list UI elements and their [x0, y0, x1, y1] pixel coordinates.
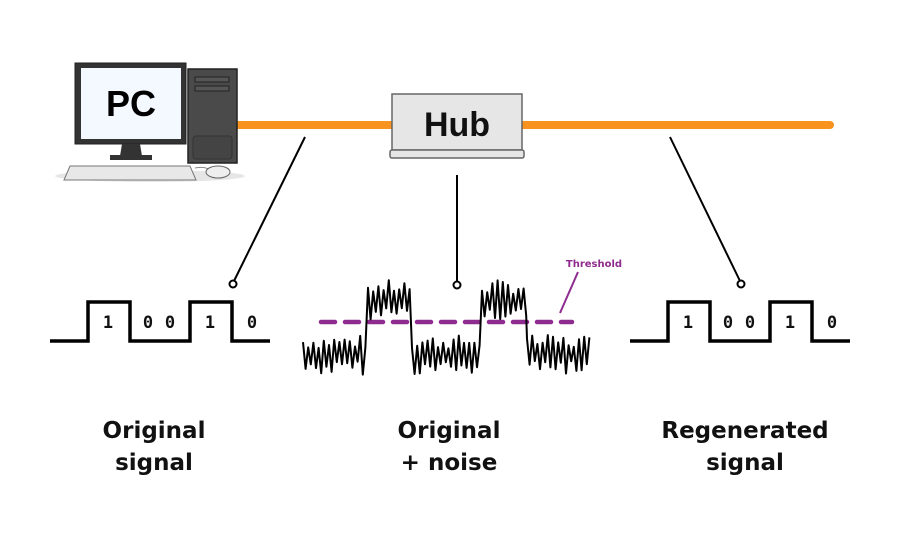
bit: 1	[103, 313, 113, 333]
bit: 0	[745, 313, 755, 333]
connectors	[228, 136, 746, 290]
caption-original-line2: signal	[115, 450, 193, 476]
right-connector	[669, 136, 741, 282]
pc-label: PC	[106, 83, 156, 124]
bit: 0	[143, 313, 153, 333]
original-signal: 1 0 0 1 0	[50, 300, 270, 343]
bit: 0	[827, 313, 837, 333]
middle-connector-dot	[452, 280, 462, 290]
regenerated-signal-wave	[630, 300, 850, 343]
regenerated-signal: 1 0 0 1 0	[630, 300, 850, 343]
left-connector	[233, 136, 306, 282]
hub-device: Hub	[389, 93, 525, 159]
hub-label: Hub	[424, 106, 490, 144]
left-connector-dot	[228, 279, 238, 289]
caption-original-line1: Original	[103, 418, 206, 444]
caption-regenerated-line1: Regenerated	[661, 418, 828, 444]
bit: 1	[205, 313, 215, 333]
bit: 0	[165, 313, 175, 333]
caption-noisy-line2: + noise	[401, 450, 498, 476]
pc-computer-icon: PC	[55, 62, 245, 182]
noisy-signal-wave	[302, 279, 591, 376]
bit: 1	[785, 313, 795, 333]
caption-regenerated-line2: signal	[706, 450, 784, 476]
caption-noisy-line1: Original	[398, 418, 501, 444]
bit: 0	[723, 313, 733, 333]
threshold-label: Threshold	[566, 259, 622, 270]
bit: 1	[683, 313, 693, 333]
original-signal-wave	[50, 300, 270, 343]
bit: 0	[247, 313, 257, 333]
threshold-pointer	[559, 271, 579, 314]
right-connector-dot	[736, 279, 746, 289]
